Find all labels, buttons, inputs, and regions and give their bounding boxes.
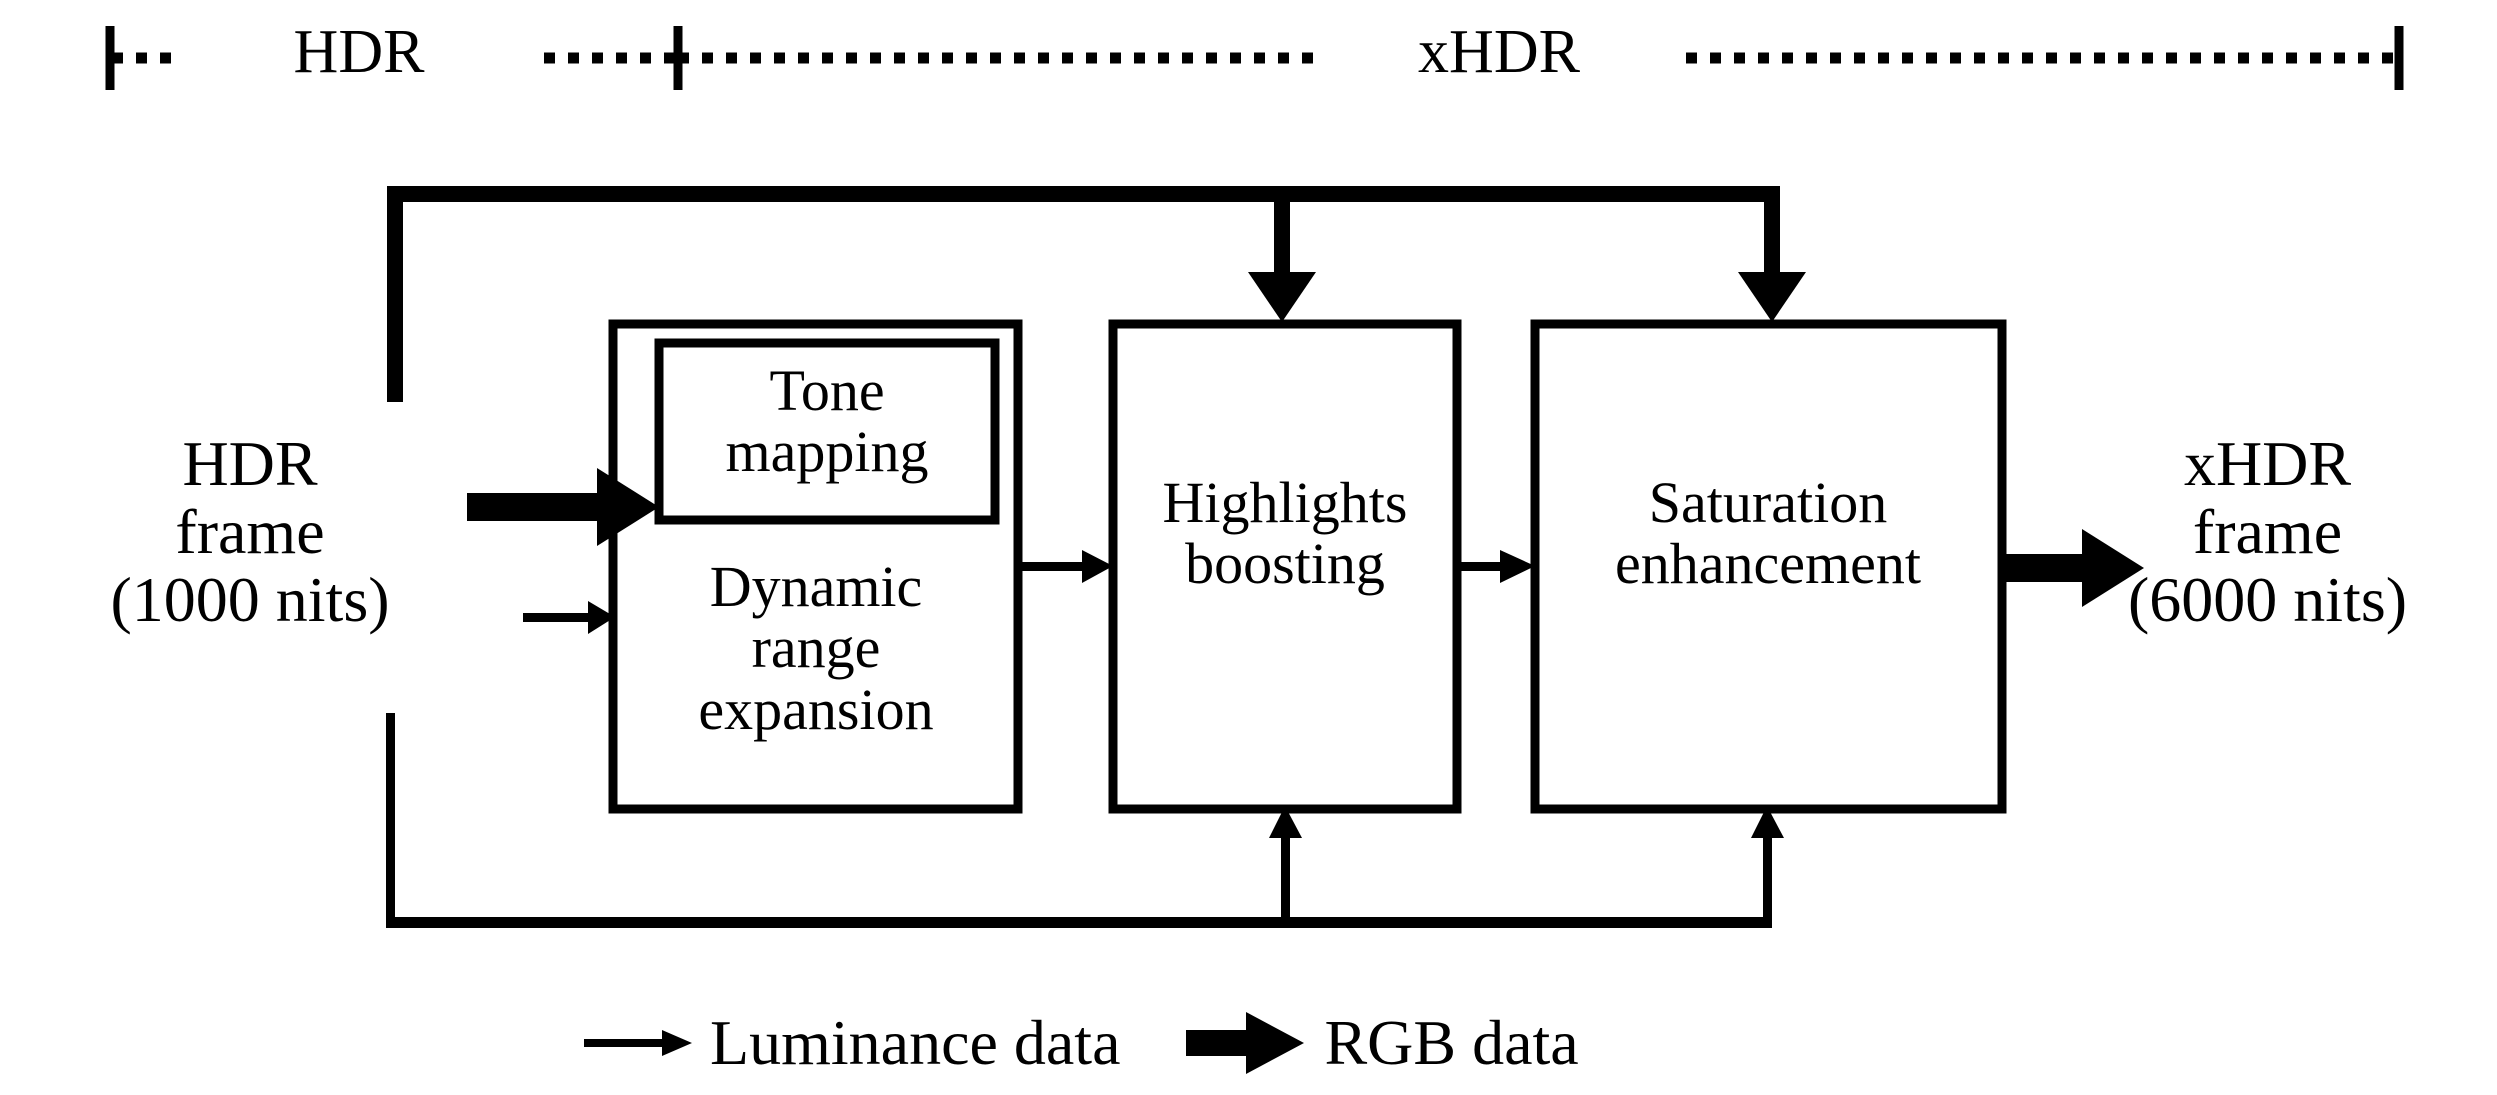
dynamic-range-expansion-label: Dynamic range expansion — [698, 554, 934, 742]
tone-mapping-label: Tone mapping — [725, 358, 929, 485]
luminance-input-arrow-shaft — [523, 613, 593, 622]
luminance-input-arrowhead-icon — [588, 601, 615, 634]
output-arrow — [2002, 529, 2144, 607]
luminance-arrow-1-shaft — [1018, 562, 1088, 571]
legend-item-rgb-data: RGB data — [1184, 1006, 1579, 1080]
xhdr-range-label: xHDR — [1320, 19, 1678, 86]
luminance-bus-branch-saturation — [1763, 826, 1772, 921]
luminance-arrowhead-highlights-icon — [1269, 806, 1302, 838]
luminance-arrow-1-head-icon — [1082, 550, 1113, 583]
thick-arrow-icon — [1186, 1012, 1305, 1074]
rgb-output-arrowhead-icon — [2082, 529, 2144, 607]
input-frame-label: HDR frame (1000 nits) — [110, 428, 390, 635]
hdr-range-label: HDR — [180, 19, 538, 86]
input-arrows — [467, 468, 659, 634]
rgb-input-arrowhead-icon — [597, 468, 659, 546]
luminance-bus-left-vertical — [386, 713, 395, 926]
rgb-bus-branch-saturation — [1764, 194, 1780, 276]
luminance-bus-horizontal — [386, 917, 1772, 928]
range-ruler — [105, 26, 2404, 90]
luminance-arrowhead-saturation-icon — [1751, 806, 1784, 838]
luminance-feedback-bus-bottom — [386, 713, 1784, 928]
rgb-bus-horizontal — [387, 186, 1780, 202]
rgb-output-arrow-shaft — [2002, 554, 2092, 582]
output-frame-label: xHDR frame (6000 nits) — [2127, 428, 2408, 635]
rgb-feedback-bus-top — [387, 186, 1806, 402]
luminance-arrow-2-shaft — [1457, 562, 1505, 571]
rgb-input-arrow-shaft — [467, 493, 607, 521]
highlights-boosting-label: Highlights boosting — [1162, 470, 1408, 597]
thin-arrow-icon — [584, 1030, 692, 1056]
interblock-arrows — [1018, 550, 1535, 583]
rgb-arrowhead-saturation-icon — [1738, 272, 1806, 322]
legend: Luminance data RGB data — [580, 1000, 1579, 1086]
luminance-bus-branch-highlights — [1281, 826, 1290, 921]
rgb-arrowhead-highlights-icon — [1248, 272, 1316, 322]
rgb-bus-branch-highlights — [1274, 194, 1290, 276]
processing-blocks — [608, 319, 2007, 814]
legend-label-luminance-data: Luminance data — [710, 1007, 1121, 1078]
luminance-arrow-2-head-icon — [1500, 550, 1535, 583]
legend-item-luminance-data: Luminance data — [580, 1011, 1120, 1075]
rgb-bus-left-vertical — [387, 186, 403, 402]
saturation-enhancement-label: Saturation enhancement — [1615, 470, 1921, 597]
legend-label-rgb-data: RGB data — [1324, 1007, 1579, 1078]
block-tone-mapping[interactable] — [654, 338, 1000, 525]
